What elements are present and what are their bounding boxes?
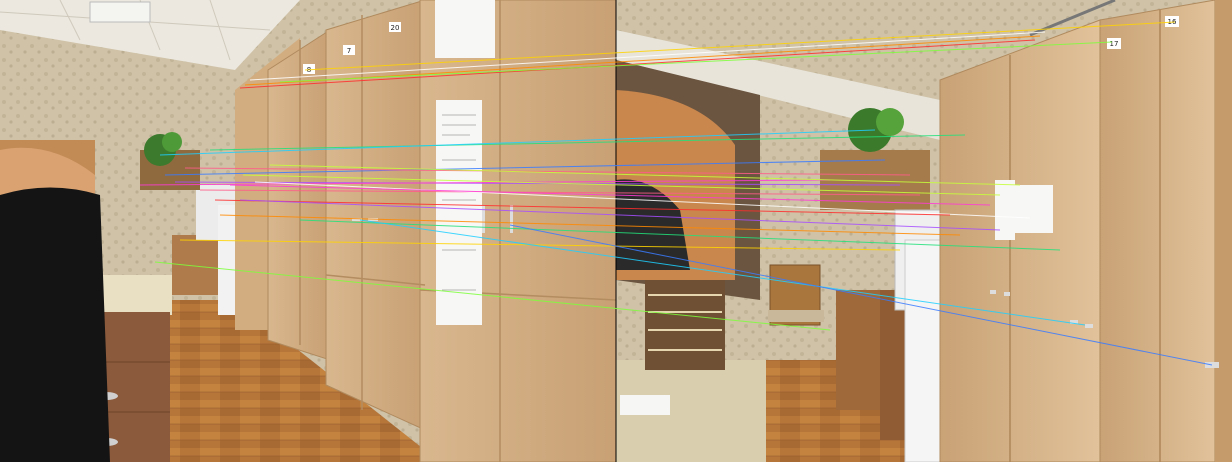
- cabinet-handle: [1085, 324, 1093, 328]
- match-line: [199, 189, 921, 196]
- match-line: [304, 21, 1176, 71]
- posted-sheet: [995, 180, 1015, 240]
- match-line: [254, 181, 1031, 219]
- match-line: [299, 219, 1061, 251]
- match-line: [209, 134, 966, 151]
- paper-stack: [100, 275, 172, 315]
- wardrobe-section-1: [939, 19, 1101, 462]
- cabinet-label: [303, 64, 315, 74]
- cabinet-label: [1165, 16, 1179, 27]
- match-line: [279, 41, 1113, 83]
- feature-match-lines: [139, 21, 1213, 366]
- posted-sheet: [1015, 185, 1053, 233]
- office-chair: [616, 179, 690, 270]
- cabinet-handle: [510, 205, 513, 233]
- parquet-floor: [110, 300, 440, 462]
- match-line: [239, 39, 1036, 89]
- wardrobe-section-2: [267, 29, 331, 361]
- match-line: [269, 164, 1021, 186]
- cabinet-label-text: 7: [347, 47, 351, 55]
- refrigerator: [218, 205, 238, 315]
- cabinet-handle: [990, 290, 996, 294]
- match-line: [509, 224, 1213, 366]
- cabinet-handle: [482, 205, 485, 233]
- match-line: [229, 184, 991, 206]
- posted-document: [436, 100, 482, 325]
- match-line: [174, 181, 901, 186]
- cabinet-handle: [1004, 292, 1010, 296]
- match-line: [242, 174, 1001, 196]
- office-chair: [0, 187, 110, 462]
- cabinet-label-text: 17: [1110, 40, 1119, 48]
- cabinet-label: [343, 45, 355, 55]
- cabinet-label: [389, 22, 401, 32]
- match-line: [184, 167, 911, 176]
- match-line: [164, 159, 886, 176]
- ceiling-lamp: [89, 1, 151, 23]
- left-photo: 8 7 20: [0, 0, 617, 462]
- match-line: [249, 31, 1046, 81]
- wardrobe-section-2: [1099, 0, 1216, 462]
- cabinet-handle: [1070, 320, 1078, 324]
- match-line: [219, 214, 961, 236]
- cabinet-label-text: 20: [391, 24, 400, 32]
- match-line: [359, 219, 1086, 326]
- book-stack: [645, 280, 725, 370]
- match-line: [139, 179, 831, 186]
- cabinet-handle: [352, 218, 362, 221]
- side-cabinet: [172, 235, 222, 295]
- match-line: [214, 199, 951, 216]
- match-line: [239, 199, 1001, 231]
- right-photo: 17 16: [616, 0, 1232, 462]
- posted-sheet: [435, 0, 495, 58]
- match-line: [179, 239, 901, 251]
- match-line: [159, 129, 876, 156]
- match-line: [154, 261, 831, 331]
- cabinet-label: [1107, 38, 1121, 49]
